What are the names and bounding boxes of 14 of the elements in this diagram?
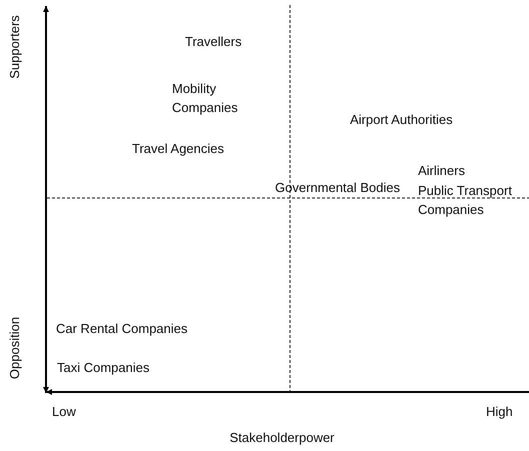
axis-tick-label: Low [52,403,76,421]
axis-title: Stakeholderpower [230,429,334,447]
stakeholder-label: Travel Agencies [132,140,224,158]
stakeholder-label: Car Rental Companies [56,320,188,338]
stakeholder-label: Taxi Companies [57,359,150,377]
stakeholder-label: Mobility Companies [172,80,239,117]
axis-title: Supporters [7,15,23,79]
stakeholder-label: Governmental Bodies [275,179,400,197]
stakeholder-label: Airport Authorities [350,111,453,129]
axis-title: Opposition [7,316,23,380]
stakeholder-label: Travellers [185,33,242,51]
stakeholder-label: Public Transport Companies [418,182,513,219]
axis-tick-label: High [486,403,513,421]
stakeholder-label: Airliners [418,162,465,180]
